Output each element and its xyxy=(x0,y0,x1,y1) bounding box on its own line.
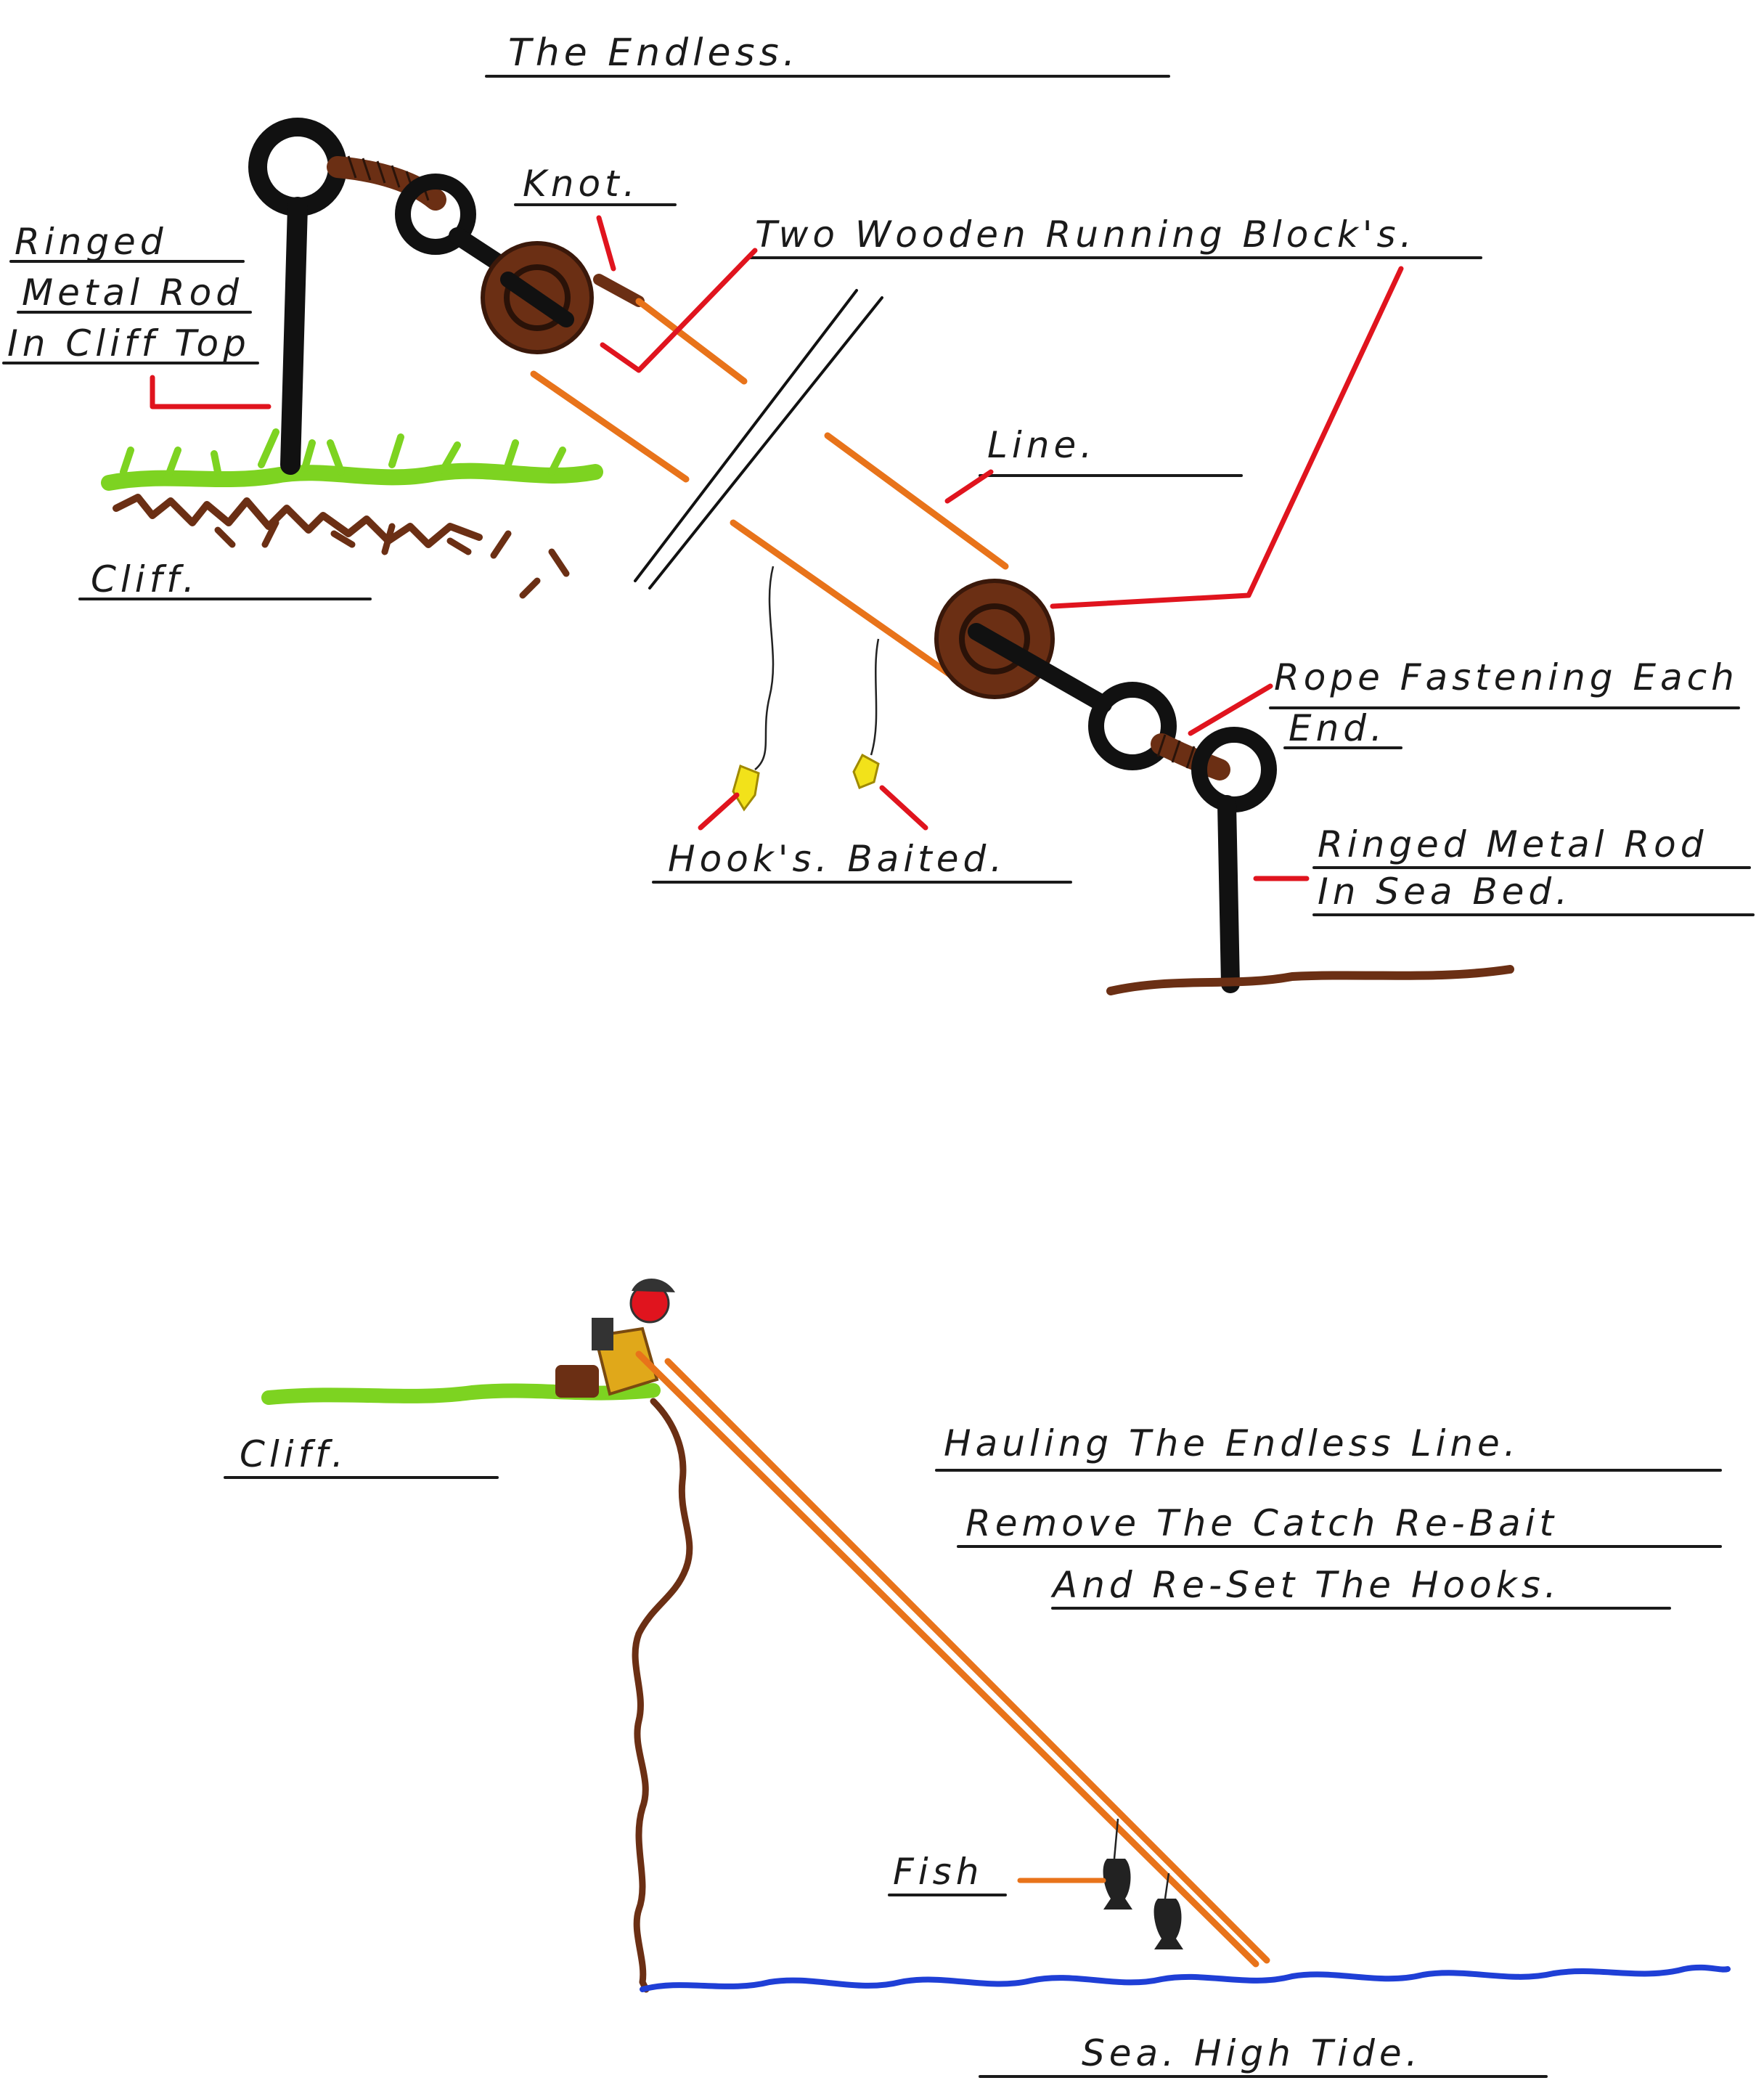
label-ringed-rod-cliff: Ringed Metal Rod In Cliff Top xyxy=(2,221,271,409)
shackle-ring-top xyxy=(395,174,476,255)
svg-text:Metal Rod: Metal Rod xyxy=(22,272,243,314)
label-cliff-top: Cliff. xyxy=(78,558,372,600)
svg-text:End.: End. xyxy=(1289,707,1387,749)
svg-text:Ringed: Ringed xyxy=(15,221,168,263)
svg-text:And Re-Set The Hooks.: And Re-Set The Hooks. xyxy=(1050,1564,1561,1606)
cliff-top-ground xyxy=(101,428,603,599)
label-rope-fastening: Rope Fastening Each End. xyxy=(1188,656,1740,749)
ringed-rod-seabed xyxy=(1191,727,1277,993)
svg-text:Knot.: Knot. xyxy=(523,163,640,205)
svg-text:In Cliff Top: In Cliff Top xyxy=(7,322,250,364)
svg-text:Cliff.: Cliff. xyxy=(240,1433,348,1475)
sea-surface xyxy=(640,1964,1731,1992)
knot xyxy=(593,274,645,307)
baited-hooks xyxy=(732,566,880,812)
sea-bed xyxy=(1106,965,1514,995)
svg-text:Line.: Line. xyxy=(987,424,1096,466)
svg-text:Rope Fastening Each: Rope Fastening Each xyxy=(1274,656,1739,698)
ringed-rod-cliff xyxy=(248,118,347,475)
rope-fastening-top xyxy=(327,156,446,211)
svg-text:Ringed Metal Rod: Ringed Metal Rod xyxy=(1318,823,1707,865)
cliff-face xyxy=(632,1398,693,1993)
label-line: Line. xyxy=(944,424,1243,504)
label-knot: Knot. xyxy=(514,163,677,272)
person-hauling xyxy=(555,1278,675,1398)
break-mark xyxy=(634,289,858,582)
svg-text:Fish: Fish xyxy=(893,1851,983,1893)
svg-text:Hook's. Baited.: Hook's. Baited. xyxy=(668,838,1006,880)
running-block-top xyxy=(481,241,594,354)
svg-text:Cliff.: Cliff. xyxy=(91,558,199,600)
endless-line-bottom xyxy=(635,1350,1270,1968)
running-block-bottom xyxy=(934,579,1112,713)
svg-text:Hauling The Endless Line.: Hauling The Endless Line. xyxy=(944,1422,1520,1464)
label-fish: Fish xyxy=(888,1851,1106,1896)
endless-line-top xyxy=(530,298,1009,679)
label-sea-high-tide: Sea. High Tide. xyxy=(979,2032,1548,2078)
label-cliff-bottom: Cliff. xyxy=(224,1433,499,1479)
label-running-blocks: Two Wooden Running Block's. xyxy=(600,213,1482,609)
diagram-title: The Endless. xyxy=(508,31,799,75)
svg-text:Two Wooden Running Block's.: Two Wooden Running Block's. xyxy=(755,213,1416,256)
svg-text:Remove The Catch Re-Bait: Remove The Catch Re-Bait xyxy=(965,1502,1558,1544)
shackle-ring-bottom xyxy=(1088,682,1177,770)
label-hauling: Hauling The Endless Line. Remove The Cat… xyxy=(935,1422,1722,1610)
rope-fastening-bottom xyxy=(1151,733,1230,780)
fish xyxy=(1103,1818,1183,1949)
label-hooks-baited: Hook's. Baited. xyxy=(652,785,1072,884)
label-ringed-rod-seabed: Ringed Metal Rod In Sea Bed. xyxy=(1253,823,1755,916)
svg-text:Sea. High Tide.: Sea. High Tide. xyxy=(1082,2032,1422,2074)
svg-text:In Sea Bed.: In Sea Bed. xyxy=(1318,871,1572,913)
